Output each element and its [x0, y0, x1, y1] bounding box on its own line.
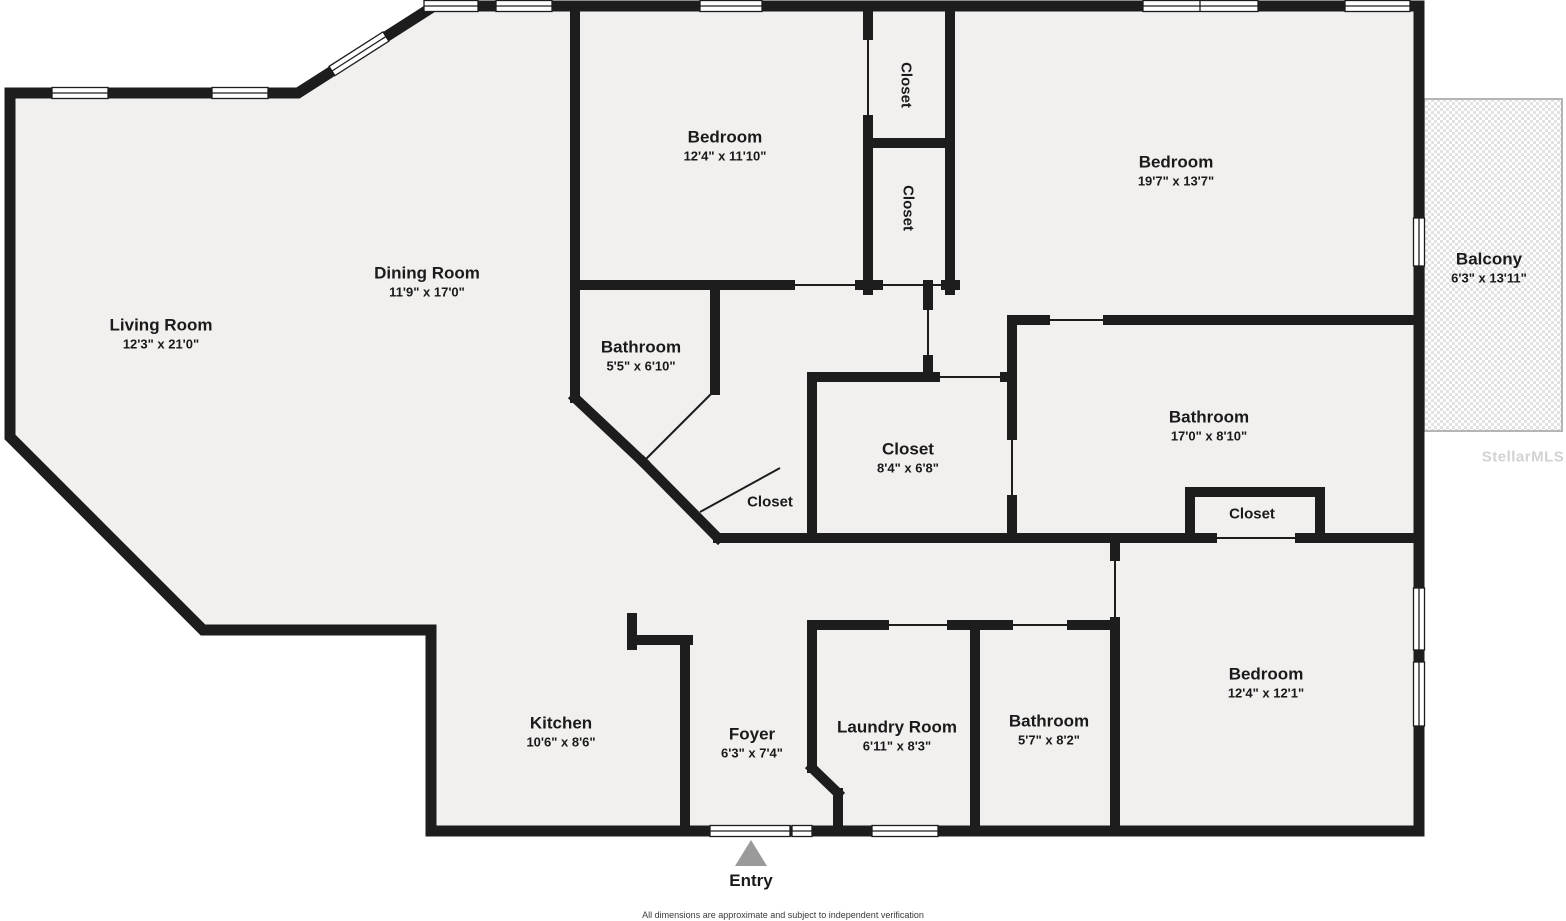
- watermark: StellarMLS: [1481, 448, 1565, 466]
- closet-label-second: Closet: [899, 185, 917, 231]
- interior-walls: [567, 1, 1424, 836]
- closet-label-bedroom: Closet: [1229, 505, 1275, 523]
- entry-label: Entry: [729, 871, 773, 890]
- exterior-walls: [4, 0, 1425, 837]
- windows: [51, 0, 1426, 838]
- balcony-area: [1423, 98, 1563, 432]
- door-openings: [642, 35, 1300, 626]
- disclaimer-text: All dimensions are approximate and subje…: [642, 910, 924, 920]
- closet-label-hall: Closet: [747, 493, 793, 511]
- closet-label-top: Closet: [897, 62, 915, 108]
- entry-marker-icon: [735, 840, 767, 866]
